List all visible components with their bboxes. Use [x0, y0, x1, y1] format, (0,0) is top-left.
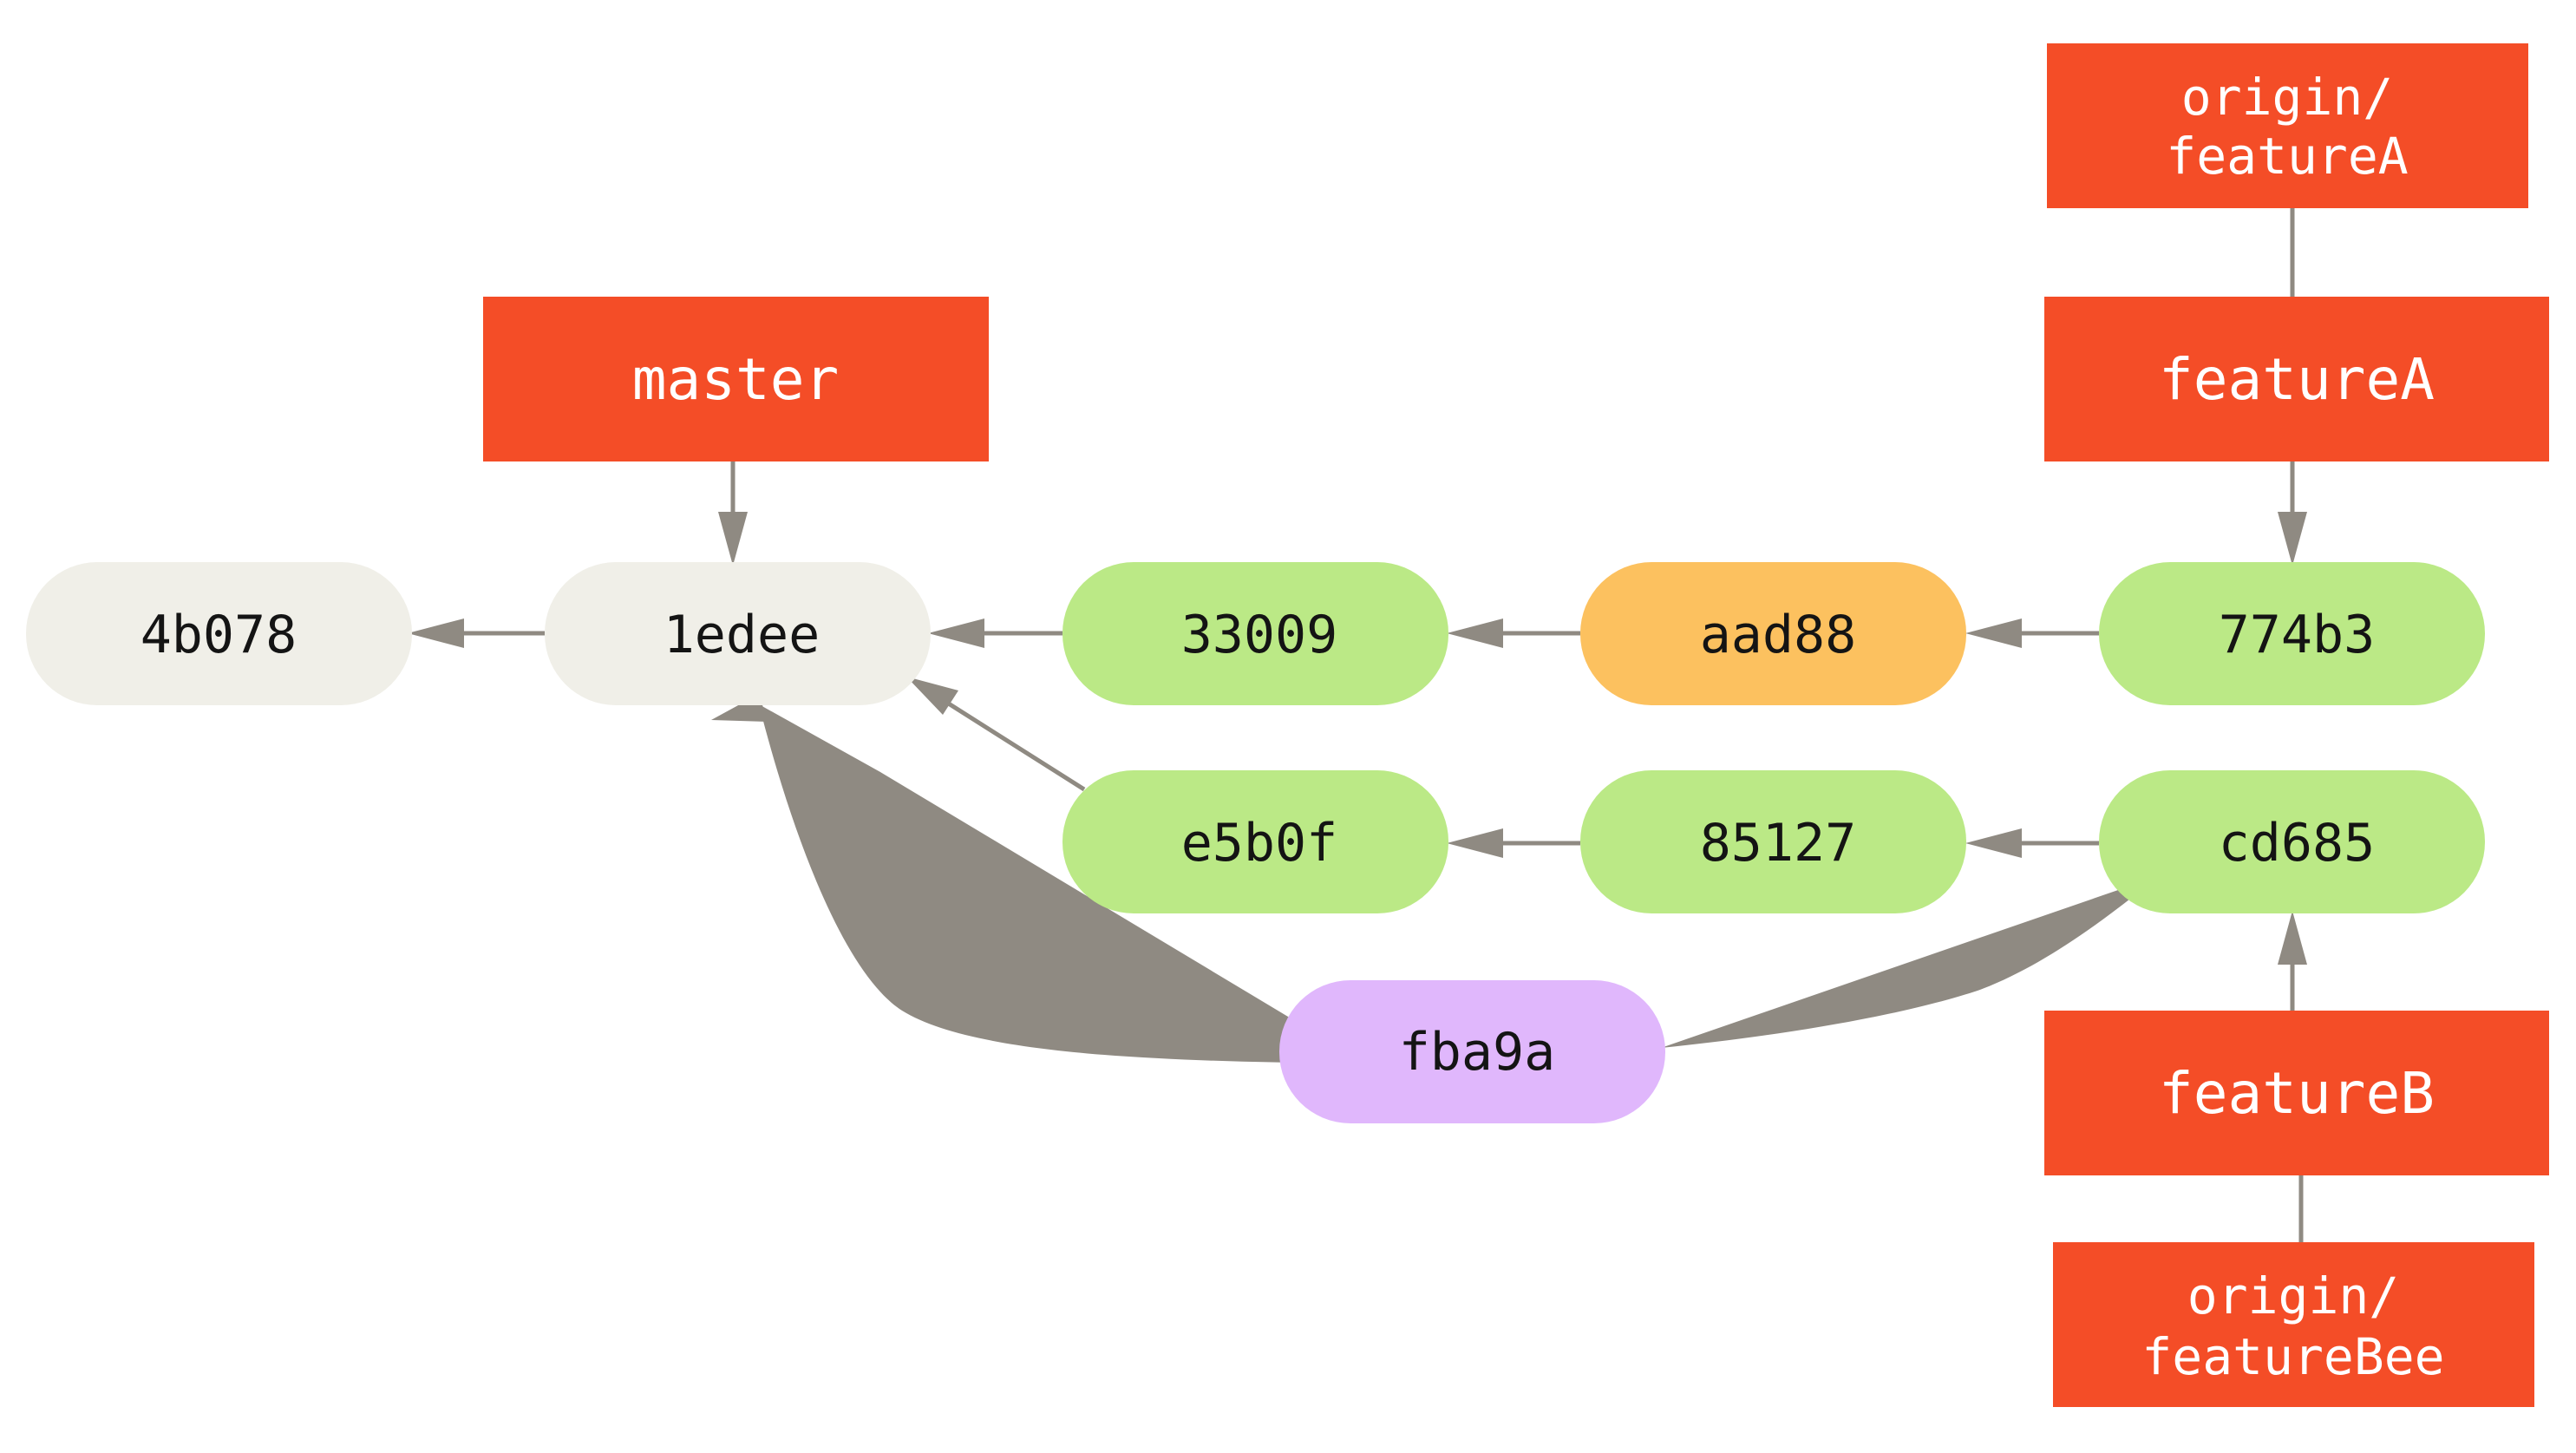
edge-featureB-cd685	[2278, 911, 2307, 1011]
commit-label: fba9a	[1399, 1022, 1556, 1083]
edge-e5b0f-1edee	[906, 677, 1086, 792]
edge-85127-e5b0f	[1447, 828, 1580, 858]
branch-label: featureB	[2159, 1060, 2435, 1127]
commit-label: 774b3	[2219, 605, 2376, 665]
branch-label: master	[632, 346, 839, 413]
commit-e5b0f[interactable]: e5b0f	[1062, 770, 1448, 913]
branch-master[interactable]: master	[483, 297, 989, 461]
edge-cd685-85127	[1965, 828, 2099, 858]
commit-aad88[interactable]: aad88	[1580, 562, 1966, 705]
commit-label: 85127	[1700, 813, 1857, 874]
commit-label: aad88	[1700, 605, 1857, 665]
branch-label-line2: featureA	[2166, 127, 2408, 186]
commit-33009[interactable]: 33009	[1062, 562, 1448, 705]
commit-fba9a[interactable]: fba9a	[1279, 980, 1665, 1123]
edge-774b3-aad88	[1965, 619, 2099, 648]
commit-label: 33009	[1181, 605, 1338, 665]
commit-label: 1edee	[664, 605, 821, 665]
branch-featureB[interactable]: featureB	[2044, 1011, 2549, 1175]
branch-label-line2: featureBee	[2141, 1327, 2444, 1386]
commit-1edee[interactable]: 1edee	[545, 562, 931, 705]
commit-label: cd685	[2219, 813, 2376, 874]
merge-ribbon-fba9a-cd685	[1661, 889, 2134, 1048]
branch-origin-featureBee[interactable]: origin/ featureBee	[2053, 1242, 2534, 1407]
commit-85127[interactable]: 85127	[1580, 770, 1966, 913]
merge-ribbon-fba9a-1edee	[759, 704, 1292, 1063]
branch-label-line1: origin/	[2181, 68, 2393, 127]
edge-aad88-33009	[1447, 619, 1580, 648]
commit-774b3[interactable]: 774b3	[2099, 562, 2485, 705]
branch-label-line1: origin/	[2187, 1266, 2399, 1325]
commit-label: 4b078	[141, 605, 297, 665]
edge-1edee-4b078	[408, 619, 545, 648]
commit-4b078[interactable]: 4b078	[26, 562, 412, 705]
branch-featureA[interactable]: featureA	[2044, 297, 2549, 461]
branch-origin-featureA[interactable]: origin/ featureA	[2047, 43, 2528, 208]
commit-label: e5b0f	[1181, 813, 1338, 874]
commit-cd685[interactable]: cd685	[2099, 770, 2485, 913]
edge-featureA-774b3	[2278, 461, 2307, 566]
branch-label: featureA	[2159, 346, 2435, 413]
edge-33009-1edee	[928, 619, 1062, 648]
edge-master-1edee	[718, 461, 748, 566]
